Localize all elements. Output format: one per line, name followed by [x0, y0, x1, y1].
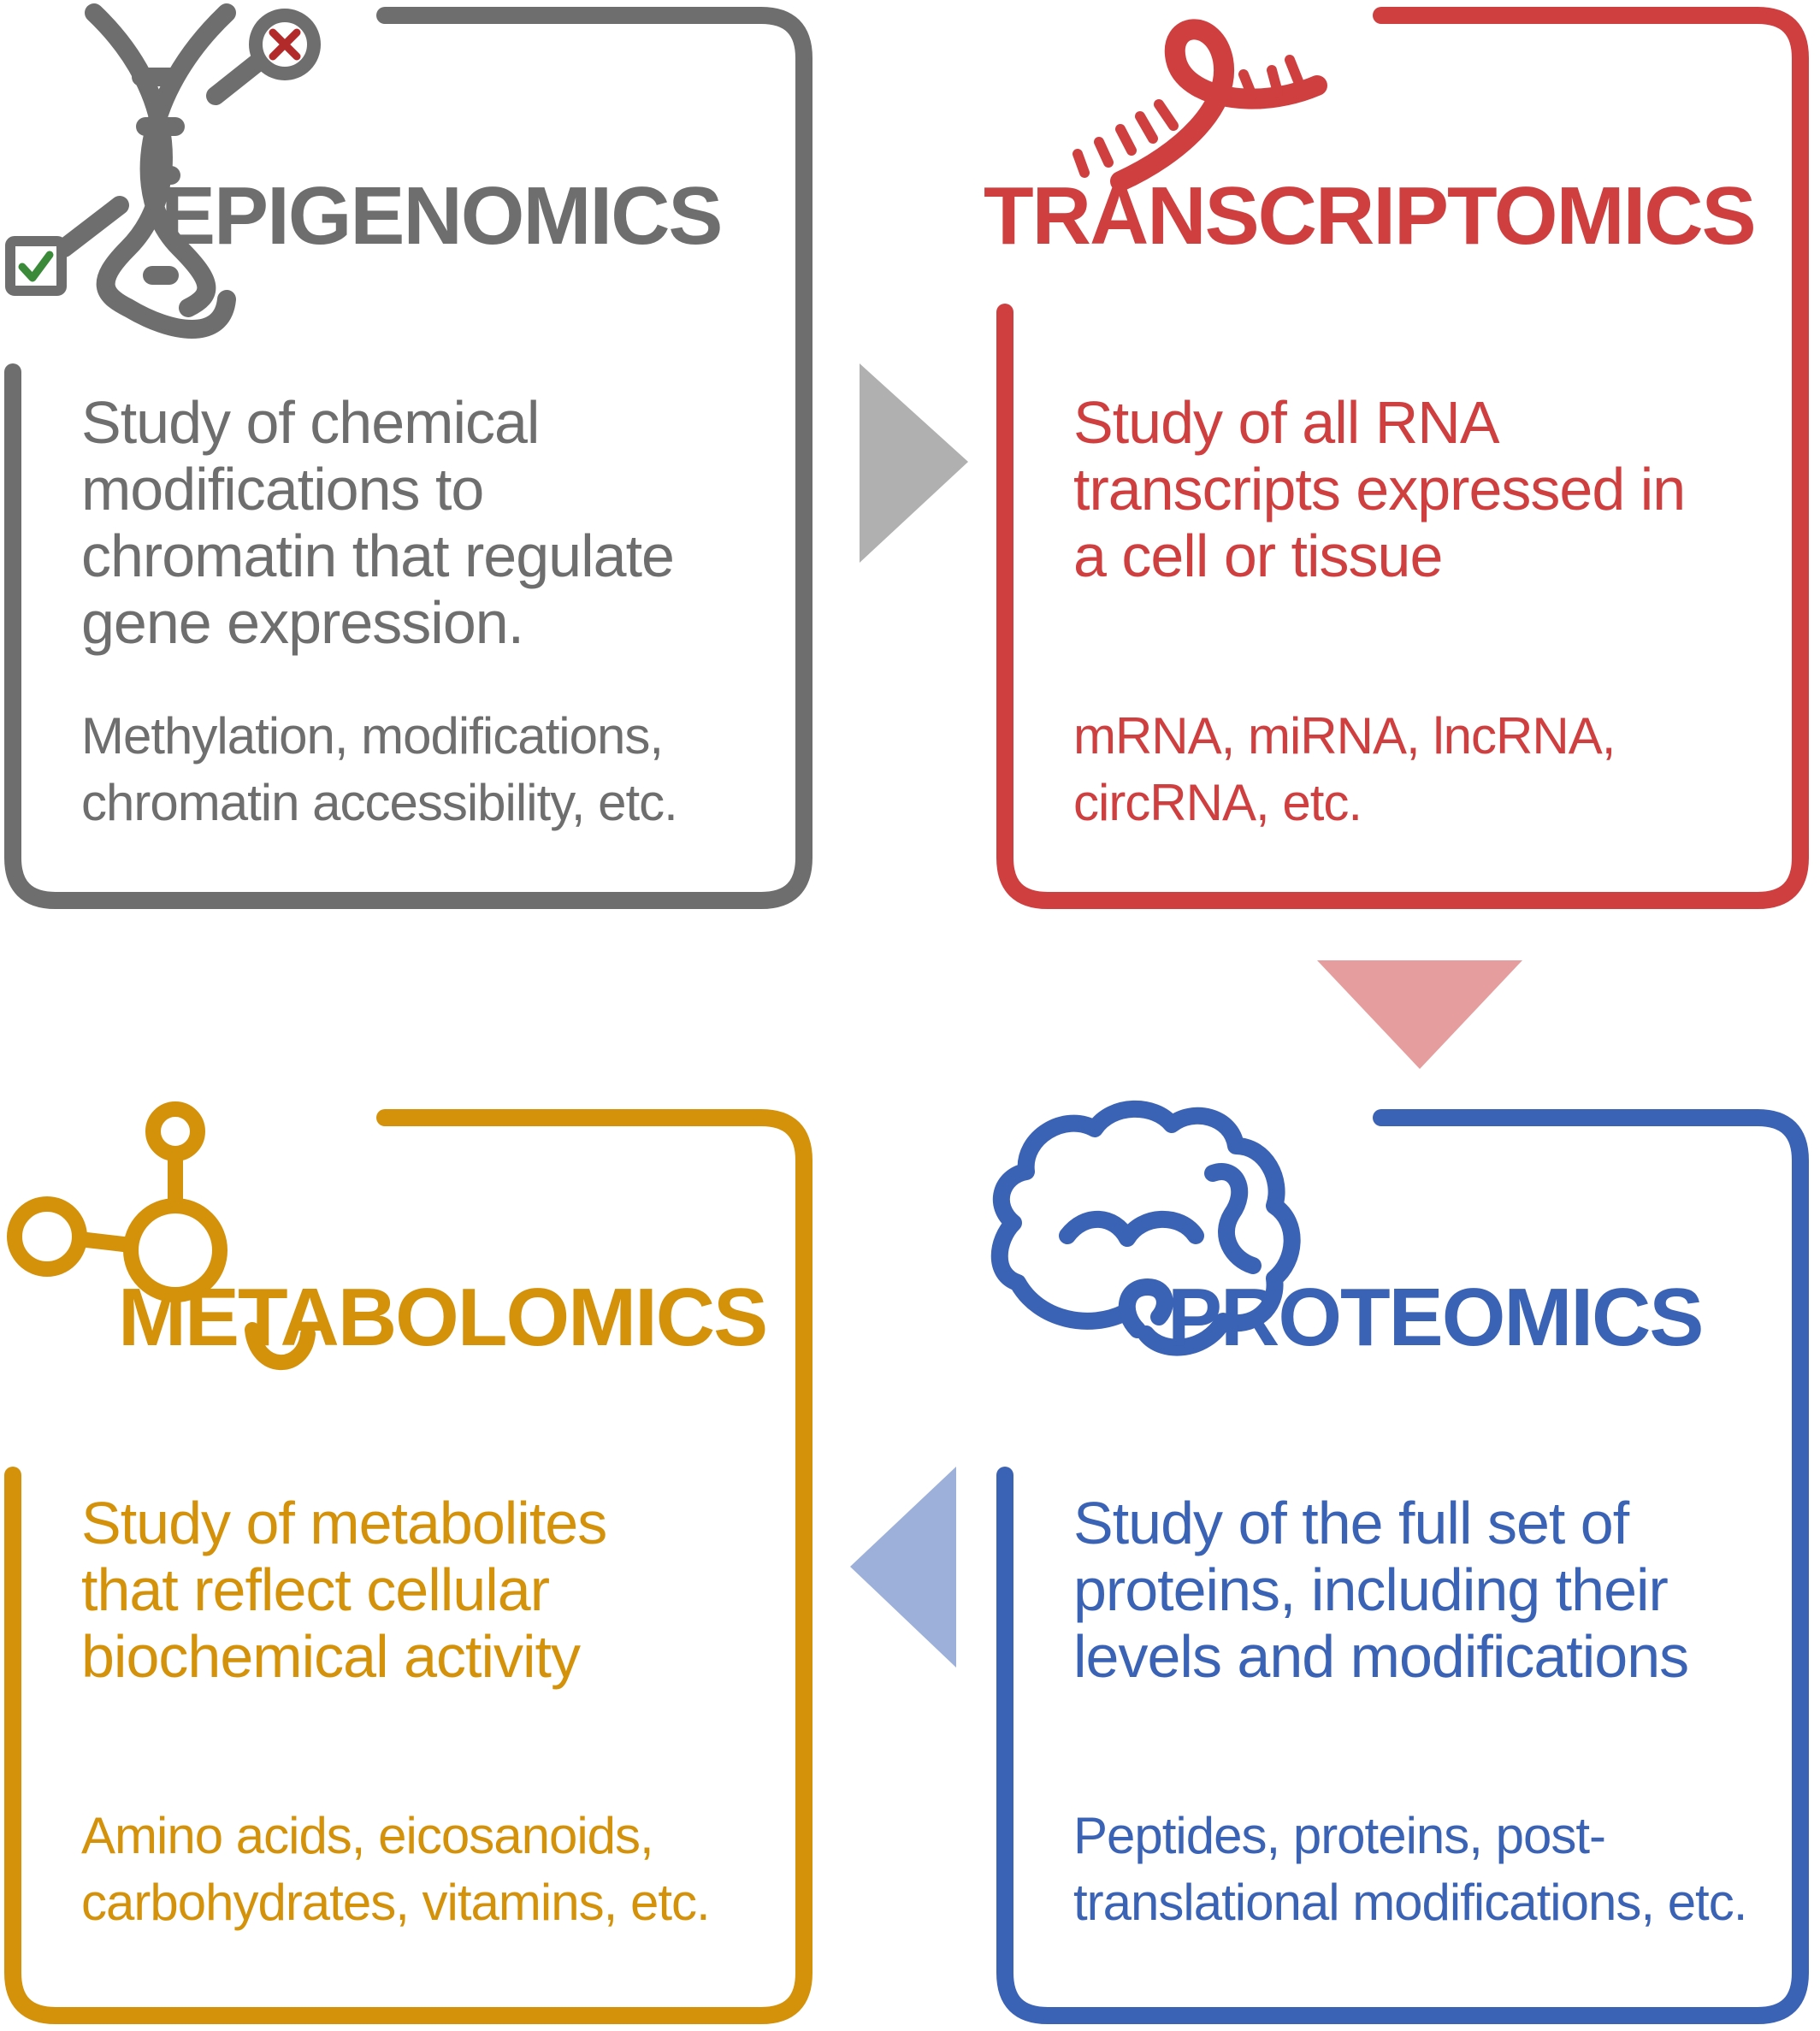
proteomics-examples: Peptides, proteins, post- translational … — [1073, 1803, 1747, 1936]
description-line: chromatin that regulate — [81, 523, 675, 589]
dna-helix-icon — [55, 3, 279, 339]
epigenomics-examples: Methylation, modifications, chromatin ac… — [81, 703, 678, 836]
rna-strand-icon — [1072, 19, 1327, 192]
description-line: gene expression. — [81, 589, 524, 656]
epigenomics-description: Study of chemical modifications to chrom… — [81, 389, 675, 656]
examples-line: circRNA, etc. — [1073, 774, 1362, 831]
proteomics-frame — [996, 1109, 1809, 2024]
examples-line: mRNA, miRNA, lncRNA, — [1073, 707, 1616, 765]
description-line: Study of the full set of — [1073, 1490, 1629, 1556]
description-line: that reflect cellular — [81, 1556, 550, 1623]
examples-line: Peptides, proteins, post- — [1073, 1807, 1606, 1864]
examples-line: translational modifications, etc. — [1073, 1874, 1747, 1931]
epigenomics-title: EPIGENOMICS — [161, 170, 723, 262]
description-line: a cell or tissue — [1073, 523, 1443, 589]
description-line: levels and modifications — [1073, 1623, 1689, 1690]
metabolomics-title: METABOLOMICS — [118, 1272, 768, 1363]
proteomics-description: Study of the full set of proteins, inclu… — [1073, 1490, 1689, 1690]
transcriptomics-title: TRANSCRIPTOMICS — [984, 170, 1757, 262]
description-line: transcripts expressed in — [1073, 456, 1686, 523]
transcriptomics-frame — [996, 6, 1809, 909]
examples-line: Methylation, modifications, — [81, 707, 664, 765]
arrow-right — [860, 363, 968, 563]
description-line: proteins, including their — [1073, 1556, 1669, 1623]
examples-line: Amino acids, eicosanoids, — [81, 1807, 654, 1864]
molecule-icon — [7, 1101, 316, 1371]
proteomics-title: PROTEOMICS — [1167, 1272, 1704, 1363]
description-line: Study of all RNA — [1073, 389, 1500, 456]
epigenomics-frame — [4, 6, 812, 909]
metabolomics-frame — [4, 1109, 812, 2024]
description-line: modifications to — [81, 456, 484, 523]
description-line: Study of metabolites — [81, 1490, 607, 1556]
transcriptomics-examples: mRNA, miRNA, lncRNA, circRNA, etc. — [1073, 703, 1616, 836]
folded-protein-icon — [990, 1100, 1301, 1356]
metabolomics-examples: Amino acids, eicosanoids, carbohydrates,… — [81, 1803, 711, 1936]
examples-line: carbohydrates, vitamins, etc. — [81, 1874, 711, 1931]
description-line: Study of chemical — [81, 389, 540, 456]
marker-cross-icon — [249, 9, 321, 80]
arrow-left — [850, 1467, 956, 1668]
arrow-down — [1317, 960, 1522, 1069]
marker-check-icon — [5, 236, 67, 296]
metabolomics-description: Study of metabolites that reflect cellul… — [81, 1490, 607, 1690]
description-line: biochemical activity — [81, 1623, 581, 1690]
examples-line: chromatin accessibility, etc. — [81, 774, 678, 831]
transcriptomics-description: Study of all RNA transcripts expressed i… — [1073, 389, 1686, 589]
